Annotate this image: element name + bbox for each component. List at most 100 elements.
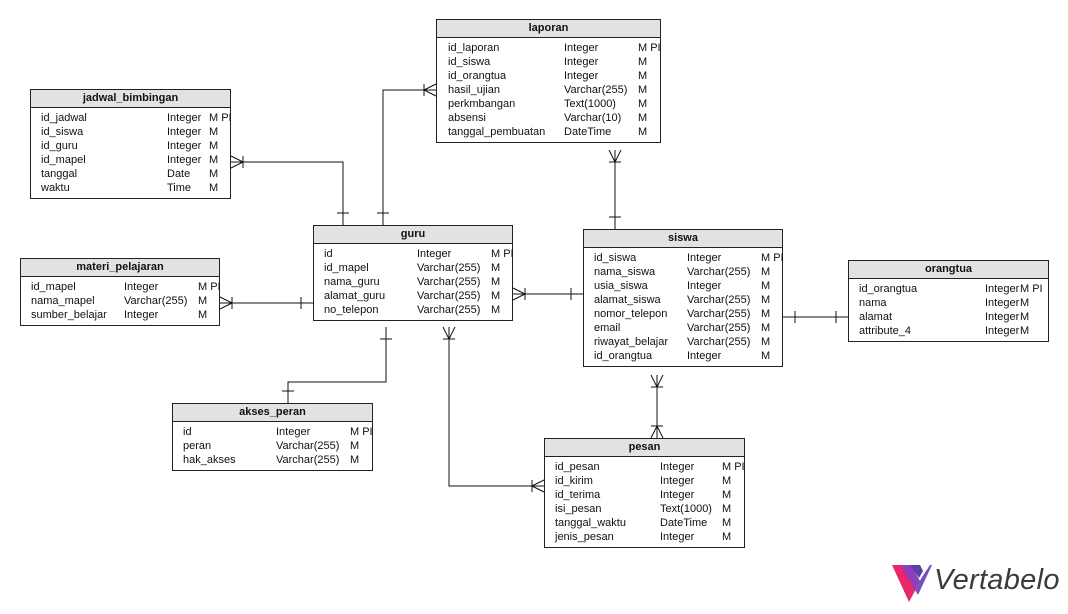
column-type: Integer <box>167 140 202 152</box>
column-type: Varchar(255) <box>687 322 751 334</box>
relationship-siswa-laporan[interactable] <box>608 149 622 229</box>
relationship-guru-pesan[interactable] <box>442 326 545 493</box>
column-flags: M <box>638 112 648 124</box>
column-flags: M <box>350 454 360 466</box>
column-flags: M <box>761 336 771 348</box>
relationship-siswa-pesan[interactable] <box>650 374 664 439</box>
relationship-guru-materi-pelajaran[interactable] <box>219 296 313 310</box>
column-name: hasil_ujian <box>448 84 500 96</box>
column-name: jenis_pesan <box>555 531 614 543</box>
column-name: tanggal <box>41 168 78 180</box>
column-name: id_siswa <box>594 252 637 264</box>
relationship-guru-akses-peran[interactable] <box>282 327 392 403</box>
column-type: Varchar(10) <box>564 112 622 124</box>
column-name: id_pesan <box>555 461 600 473</box>
column-flags: M <box>722 489 732 501</box>
column-flags: M <box>209 126 219 138</box>
column-flags: M <box>722 531 732 543</box>
column-flags: M <box>1020 297 1030 309</box>
column-name: email <box>594 322 621 334</box>
relationship-guru-jadwal-bimbingan[interactable] <box>230 155 349 225</box>
relationship-guru-laporan[interactable] <box>377 83 437 225</box>
relationship-orangtua-siswa[interactable] <box>783 311 848 323</box>
column-name: waktu <box>41 182 70 194</box>
column-type: Integer <box>687 280 722 292</box>
vertabelo-wordmark: Vertabelo <box>934 564 1060 596</box>
column-flags: M <box>1020 311 1030 323</box>
column-name: sumber_belajar <box>31 309 107 321</box>
column-name: id_terima <box>555 489 601 501</box>
entity-title: laporan <box>437 20 660 38</box>
entity-title: jadwal_bimbingan <box>31 90 230 108</box>
column-flags: M PI <box>198 281 221 293</box>
column-type: Integer <box>985 297 1020 309</box>
column-name: peran <box>183 440 212 452</box>
column-flags: M <box>638 98 648 110</box>
column-type: Varchar(255) <box>276 440 340 452</box>
column-flags: M <box>761 294 771 306</box>
column-type: Varchar(255) <box>687 308 751 320</box>
column-name: alamat_guru <box>324 290 386 302</box>
column-type: Text(1000) <box>564 98 616 110</box>
relationship-siswa-guru[interactable] <box>512 287 583 301</box>
entity-title: orangtua <box>849 261 1048 279</box>
column-type: Integer <box>167 126 202 138</box>
column-flags: M <box>722 503 732 515</box>
column-type: Varchar(255) <box>687 266 751 278</box>
column-flags: M <box>722 475 732 487</box>
